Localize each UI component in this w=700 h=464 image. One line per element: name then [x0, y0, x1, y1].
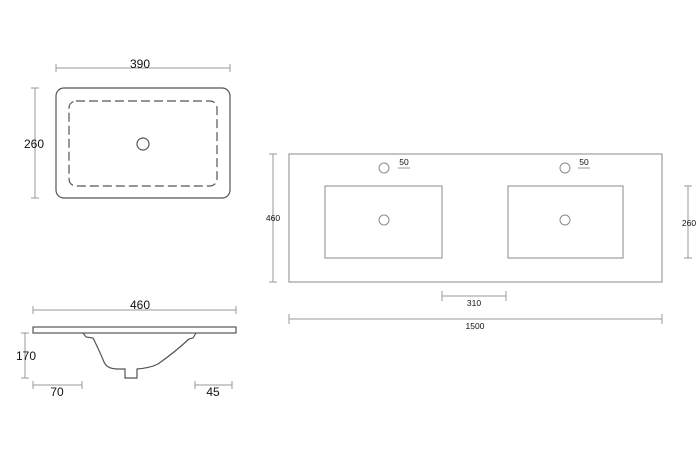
right-offset-label: 45: [206, 385, 220, 399]
top-view: 390 260: [24, 57, 231, 199]
left-offset-label: 70: [50, 385, 64, 399]
width-label: 390: [130, 57, 150, 71]
double-basin-view: 50 50 460 260 310 1500: [266, 153, 696, 331]
height-label: 260: [24, 137, 44, 151]
side-view: 460 170 70 45: [16, 298, 237, 399]
gap-label: 310: [467, 298, 481, 308]
basin-inner-dashed: [68, 100, 218, 187]
countertop-slab: [32, 326, 237, 334]
basin-right: [507, 185, 624, 259]
countertop-outline: [288, 153, 663, 283]
height-label: 170: [16, 349, 36, 363]
basin-outline: [55, 87, 231, 199]
drain-hole-right: [559, 214, 571, 226]
tap-hole-label-right: 50: [579, 157, 589, 167]
depth-label: 460: [266, 213, 280, 223]
drain-hole-left: [378, 214, 390, 226]
tap-hole-label-left: 50: [399, 157, 409, 167]
total-width-label: 1500: [466, 321, 485, 331]
drain-hole: [136, 137, 150, 151]
basin-left: [324, 185, 443, 259]
basin-depth-label: 260: [682, 218, 696, 228]
width-label: 460: [130, 298, 150, 312]
tap-hole-left: [378, 162, 390, 174]
tap-hole-right: [559, 162, 571, 174]
bowl-profile: [82, 332, 197, 379]
